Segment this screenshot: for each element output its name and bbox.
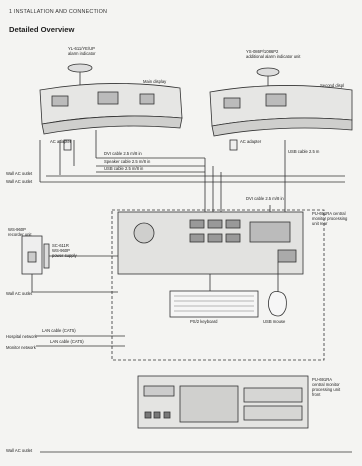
label-dvi-cable-1: DVI cable 2.5 m/8 in	[104, 151, 142, 156]
label-usb-cable-1: USB cable 2.5 m/8 in	[104, 166, 144, 171]
label-recorder-a: WS-960P	[8, 227, 26, 232]
label-wall-ac-4: Wall AC outlet	[6, 448, 33, 453]
label-ac-adapter-left: AC adapter	[50, 139, 72, 144]
label-wall-ac-1: Wall AC outlet	[6, 171, 33, 176]
section-title: Detailed Overview	[9, 25, 75, 34]
label-sc-c: power supply	[52, 253, 77, 258]
main-display	[39, 83, 183, 135]
label-pu-front-c: processing unit	[312, 387, 341, 392]
label-pu-front-b: central monitor	[312, 382, 340, 387]
pu-front-unit	[137, 375, 309, 429]
label-lan-cable-1: LAN cable (CAT5)	[42, 328, 76, 333]
mouse	[268, 262, 287, 317]
label-second-display: Second displ	[320, 83, 344, 88]
pu-rear-unit	[117, 211, 304, 275]
label-pu-rear-a: PU-691RA central	[312, 211, 346, 216]
label-pu-rear-b: monitor processing	[312, 216, 348, 221]
label-usb-cable-right: USB cable 2.5 m	[288, 149, 320, 154]
label-alarm-indicator-2: YS-086P/1086P2	[246, 49, 279, 54]
second-display	[209, 85, 353, 137]
label-speaker-cable: Speaker cable 2.5 m/8 in	[104, 159, 151, 164]
label-keyboard: PS/2 keyboard	[190, 319, 218, 324]
label-sc-a: SC-611R	[52, 243, 69, 248]
label-alarm-indicator-1: YL-611/YE/UP	[68, 46, 95, 51]
label-hospital-network: Hospital network	[6, 334, 37, 339]
label-wall-ac-2: Wall AC outlet	[6, 179, 33, 184]
chapter-header: 1 INSTALLATION AND CONNECTION	[9, 9, 108, 15]
label-dvi-cable-2: DVI cable 2.5 m/8 in	[246, 196, 284, 201]
label-mouse: USB mouse	[263, 319, 286, 324]
label-pu-front-a: PU-691RA	[312, 377, 333, 382]
label-alarm-indicator-2b: additional alarm indicator unit	[246, 54, 301, 59]
label-monitor-network: Monitor network	[6, 345, 36, 350]
label-recorder-b: recorder unit	[8, 232, 32, 237]
label-wall-ac-3: Wall AC outlet	[6, 291, 33, 296]
recorder-unit	[21, 235, 43, 275]
label-pu-front-d: front	[312, 392, 321, 397]
label-sc-b: WS-960P	[52, 248, 70, 253]
label-lan-cable-2: LAN cable (CAT5)	[50, 339, 84, 344]
label-ac-adapter-right: AC adapter	[240, 139, 262, 144]
label-main-display: Main display	[143, 79, 167, 84]
keyboard	[169, 290, 259, 318]
label-alarm-indicator-1b: alarm indicator	[68, 51, 96, 56]
label-pu-rear-c: unit rear	[312, 221, 328, 226]
alarm-indicator-left	[67, 63, 93, 86]
